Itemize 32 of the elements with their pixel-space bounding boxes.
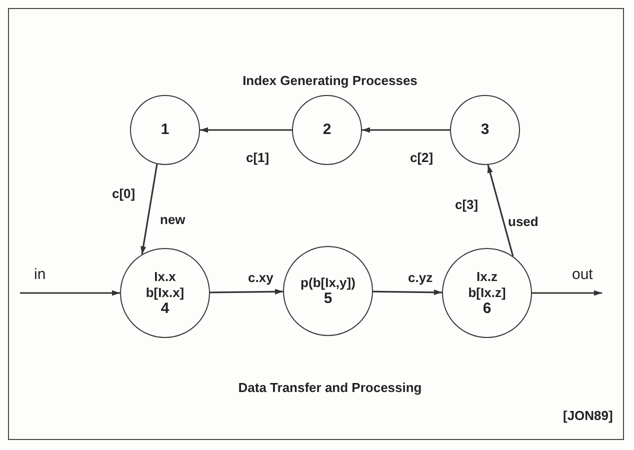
edge-label: c.yz [408, 270, 433, 285]
arrow [210, 288, 284, 294]
section-label: Data Transfer and Processing [238, 380, 422, 395]
node-text: Ix.z [476, 269, 498, 285]
node-number: 4 [160, 301, 170, 317]
arrow [200, 127, 292, 133]
node-number: 5 [324, 291, 332, 307]
edge-label: in [34, 266, 46, 283]
edge-label: out [572, 266, 593, 283]
citation: [JON89] [563, 408, 613, 423]
arrow [372, 290, 442, 296]
node-text: p(b[Ix,y]) [300, 275, 356, 291]
node-number: 6 [482, 301, 492, 317]
node-number: 1 [160, 122, 170, 138]
node-number: 2 [322, 122, 332, 138]
arrow [140, 164, 158, 255]
node-text: Ix.x [154, 269, 176, 285]
edge-label: new [160, 212, 186, 227]
edge-label: c.xy [248, 270, 274, 285]
arrow [487, 164, 514, 257]
node-number: 3 [480, 122, 490, 138]
channel-label: c[0] [112, 186, 136, 201]
node-text: b[Ix.x] [146, 285, 184, 301]
arrow [362, 127, 450, 133]
edge-label: c[2] [410, 150, 434, 165]
node-text: b[Ix.z] [468, 285, 506, 301]
arrow [532, 290, 602, 296]
edge-label: used [508, 214, 538, 229]
edge-label: c[1] [246, 150, 270, 165]
channel-label: c[3] [455, 197, 478, 212]
diagram-title: Index Generating Processes [242, 72, 418, 90]
arrow [20, 290, 120, 296]
